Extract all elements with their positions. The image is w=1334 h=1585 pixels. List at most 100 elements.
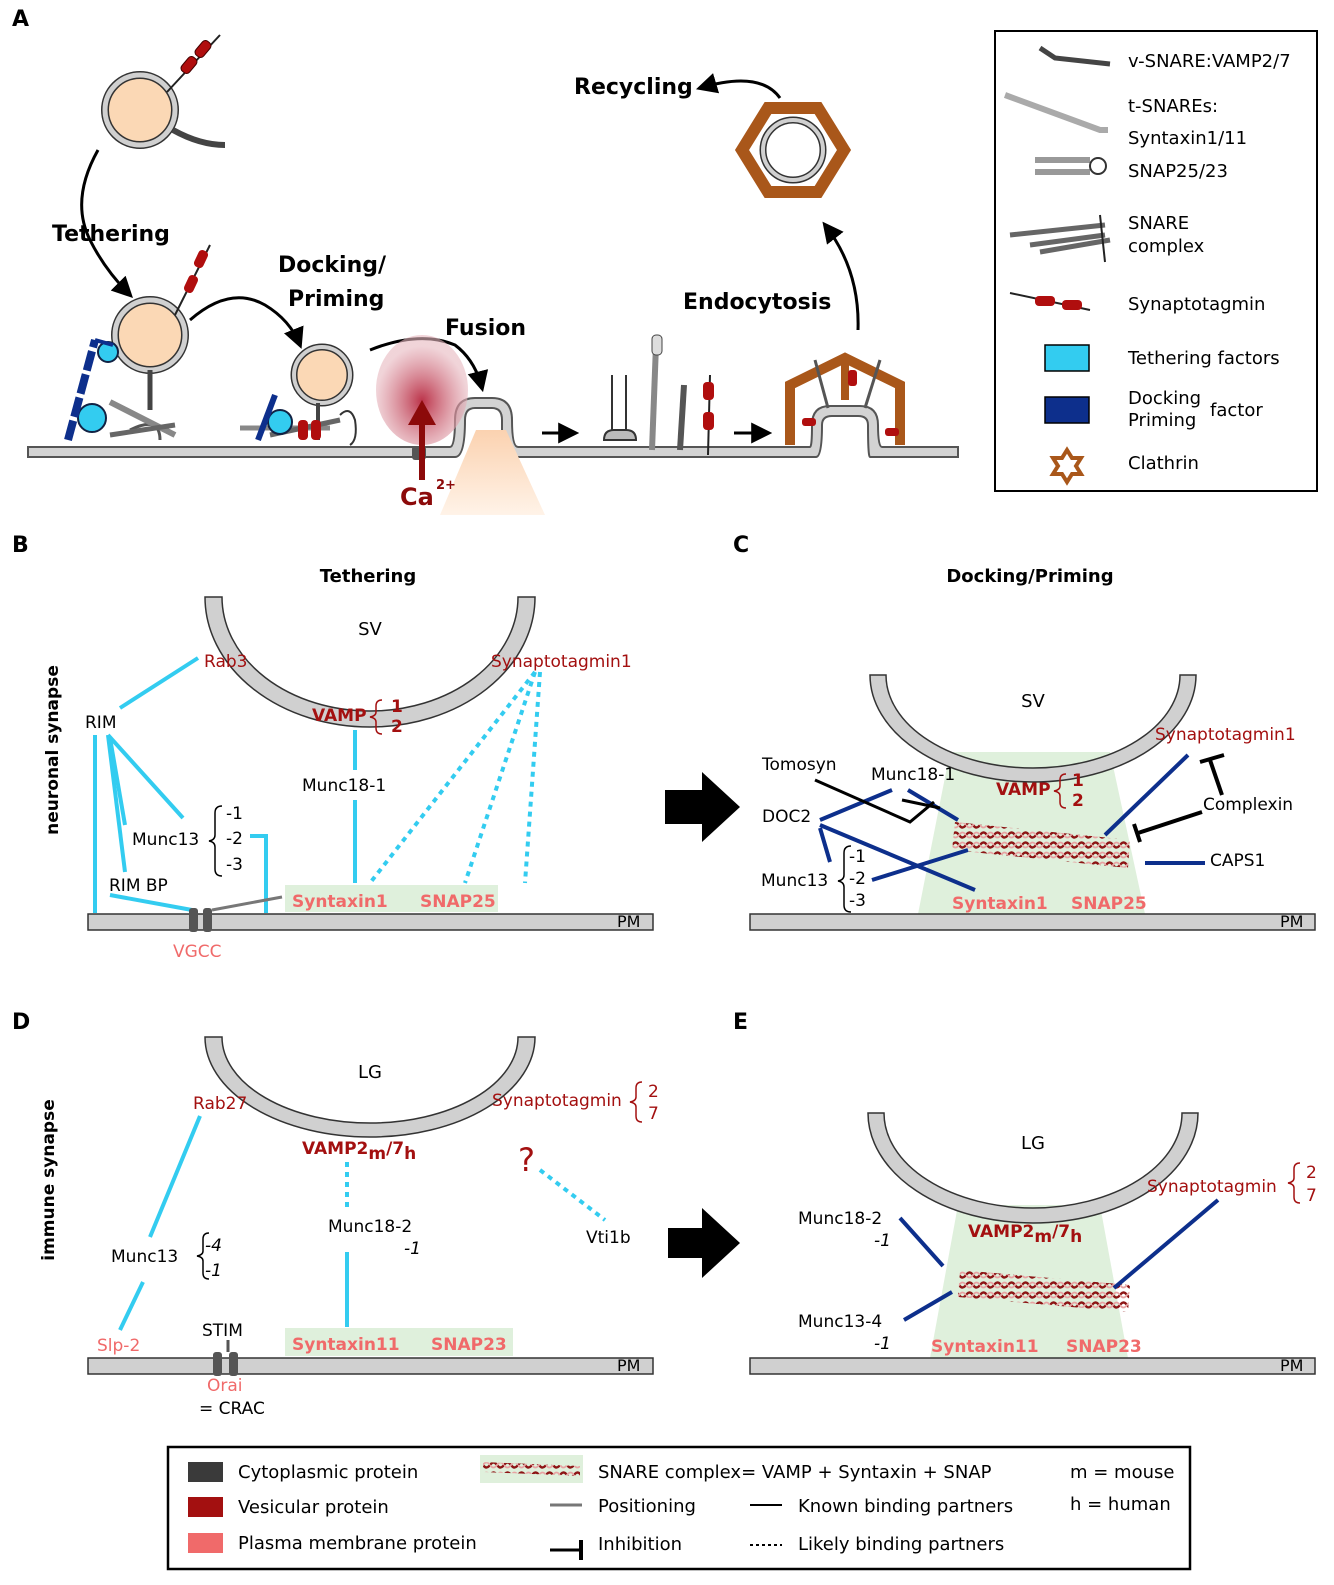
question-mark: ? xyxy=(518,1141,535,1179)
swatch-pm xyxy=(188,1533,223,1553)
transition-arrow-bc xyxy=(665,772,740,842)
legend-vsnare: v-SNARE:VAMP2/7 xyxy=(1128,51,1291,72)
sv-label-b: SV xyxy=(358,619,382,640)
doc2-label: DOC2 xyxy=(762,807,811,827)
orai-channel-2 xyxy=(229,1352,238,1376)
lg-label-d: LG xyxy=(358,1062,382,1083)
panel-letter-a: A xyxy=(12,7,29,32)
munc13-brace-d xyxy=(196,1232,210,1280)
caps1-label: CAPS1 xyxy=(1210,851,1265,871)
vamp-brace-b xyxy=(369,699,383,735)
panel-b: B Tethering neuronal synapse SV PM Rab3 xyxy=(12,533,654,962)
legend-cytoplasmic: Cytoplasmic protein xyxy=(238,1462,418,1483)
clathrin-coated-vesicle xyxy=(734,102,852,198)
munc13-iso-2-c: -2 xyxy=(849,869,866,889)
vesicle-tethered xyxy=(64,244,211,442)
munc18-label-b: Munc18-1 xyxy=(302,776,386,796)
side-label-immune: immune synapse xyxy=(39,1099,59,1261)
munc13-brace-c xyxy=(837,845,852,913)
inhibition-lines-c xyxy=(814,753,1225,843)
tether-lines-b xyxy=(93,656,357,913)
legend-mouse: m = mouse xyxy=(1070,1462,1174,1483)
legend-tsnares: t-SNAREs: xyxy=(1128,96,1218,117)
munc18-2-iso-d: -1 xyxy=(404,1239,421,1259)
sv-membrane-b xyxy=(204,596,536,728)
panel-a: A Tethering xyxy=(12,7,1318,515)
arrow-tethering xyxy=(80,149,133,298)
munc13-iso-2-b: -2 xyxy=(226,829,243,849)
munc13-brace-b xyxy=(208,805,223,877)
clathrin-coated-pit xyxy=(785,352,905,445)
legend-known: Known binding partners xyxy=(798,1496,1013,1517)
legend-dock-3: factor xyxy=(1210,400,1263,421)
vamp-label-c: VAMP xyxy=(996,780,1051,800)
legend-tether: Tethering factors xyxy=(1127,348,1280,369)
munc13-label-c: Munc13 xyxy=(761,871,828,891)
syt1-label-b: Synaptotagmin1 xyxy=(491,652,632,672)
pm-label-d: PM xyxy=(617,1356,640,1375)
munc18-2-iso-e: -1 xyxy=(874,1231,891,1251)
label-fusion: Fusion xyxy=(445,316,526,341)
legend-human: h = human xyxy=(1070,1494,1171,1515)
pm-label-c: PM xyxy=(1280,912,1303,931)
arrow-to-coated-vesicle xyxy=(822,221,860,331)
pm-b xyxy=(87,913,654,931)
munc18-2-label-d: Munc18-2 xyxy=(328,1217,412,1237)
munc13-label-d: Munc13 xyxy=(111,1247,178,1267)
syt1-label-c: Synaptotagmin1 xyxy=(1155,725,1296,745)
likely-lines-d xyxy=(345,1162,607,1222)
syt-iso-7-e: 7 xyxy=(1306,1186,1317,1206)
legend-clathrin: Clathrin xyxy=(1128,453,1199,474)
rab3-label: Rab3 xyxy=(204,652,247,672)
snare-complex-c xyxy=(952,822,1130,868)
munc18-2-label-e: Munc18-2 xyxy=(798,1209,882,1229)
orai-channel-1 xyxy=(213,1352,222,1376)
munc13-iso-1-b: -1 xyxy=(226,804,243,824)
vesicle-top xyxy=(101,34,226,149)
munc13-iso-3-b: -3 xyxy=(226,855,243,875)
swatch-cytoplasmic xyxy=(188,1462,223,1482)
bottom-legend: Cytoplasmic protein Vesicular protein Pl… xyxy=(166,1445,1192,1571)
pm-e xyxy=(749,1357,1316,1375)
munc13-iso-3-c: -3 xyxy=(849,891,866,911)
munc13-4-iso-e: -1 xyxy=(874,1334,891,1354)
panel-letter-b: B xyxy=(12,533,29,558)
tether-lines-d xyxy=(118,1115,349,1331)
label-recycling: Recycling xyxy=(574,75,693,100)
snap23-label-e: SNAP23 xyxy=(1066,1337,1142,1357)
syt-iso-7-d: 7 xyxy=(648,1104,659,1124)
vamp-iso-2-c: 2 xyxy=(1072,791,1084,811)
panel-letter-c: C xyxy=(733,533,749,558)
legend-dock-1: Docking xyxy=(1128,388,1201,409)
label-docking-1: Docking/ xyxy=(278,253,387,278)
snare-bg-b xyxy=(285,885,498,912)
complexin-label: Complexin xyxy=(1203,795,1293,815)
vgcc-channel-b-1 xyxy=(189,908,198,932)
snap25-label-b: SNAP25 xyxy=(420,892,496,912)
pm-label-e: PM xyxy=(1280,1356,1303,1375)
plasma-membrane-a xyxy=(27,397,959,458)
dock-lines-c xyxy=(818,753,1205,892)
vamp-iso-2-b: 2 xyxy=(391,717,403,737)
vgcc-positioning-line xyxy=(211,895,283,912)
rimbp-label: RIM BP xyxy=(109,876,168,896)
fusion-release-cone xyxy=(440,430,545,515)
crac-label: = CRAC xyxy=(199,1399,265,1419)
slp2-label: Slp-2 xyxy=(97,1336,140,1356)
vamp-label-d: VAMP2m/7h xyxy=(302,1139,416,1164)
vamp-brace-c xyxy=(1053,773,1067,809)
arrow-fusion xyxy=(369,337,489,393)
panel-c: C Docking/Priming SV PM Tomosyn Mu xyxy=(733,533,1316,931)
syt-iso-2-e: 2 xyxy=(1306,1163,1317,1183)
legend-panel-a: v-SNARE:VAMP2/7 t-SNAREs: Syntaxin1/11 S… xyxy=(994,30,1318,492)
lg-label-e: LG xyxy=(1021,1133,1045,1154)
panel-c-title: Docking/Priming xyxy=(946,566,1113,587)
pm-d xyxy=(87,1357,654,1375)
legend-positioning: Positioning xyxy=(598,1496,696,1517)
pm-c xyxy=(749,913,1316,931)
vamp-iso-1-c: 1 xyxy=(1072,771,1084,791)
syntaxin1-label-c: Syntaxin1 xyxy=(952,894,1048,914)
calcium-cloud xyxy=(376,335,468,445)
vti1b-label: Vti1b xyxy=(586,1228,631,1248)
